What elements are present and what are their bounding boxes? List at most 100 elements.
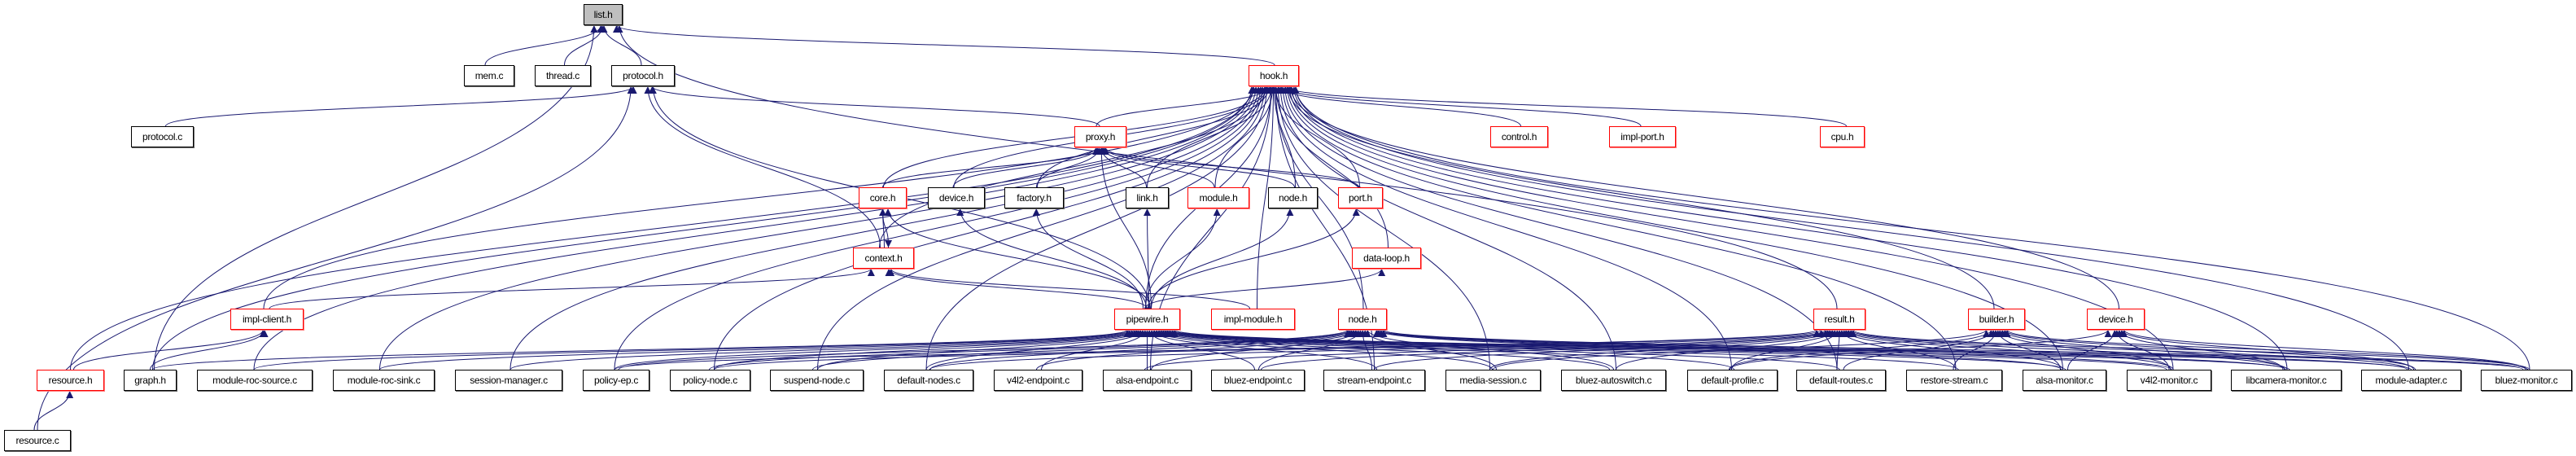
edge-pipewire-h-to-device-h	[956, 208, 1147, 309]
node-default-profile-c[interactable]: default-profile.c	[1687, 370, 1778, 391]
node-label: resource.c	[15, 435, 59, 446]
node-resource-c[interactable]: resource.c	[4, 430, 71, 451]
edge-restore-stream-c-to-pipewire-h	[1160, 329, 1959, 370]
edge-impl-client-h-to-context-h	[269, 268, 875, 309]
node-restore-stream-c[interactable]: restore-stream.c	[1906, 370, 2002, 391]
node-mem-c[interactable]: mem.c	[464, 65, 514, 86]
node-impl-module-h[interactable]: impl-module.h	[1211, 309, 1295, 330]
edge-context-h-to-protocol-h	[644, 86, 881, 248]
node-link-h[interactable]: link.h	[1126, 187, 1169, 208]
node-device-h2[interactable]: device.h	[2087, 309, 2145, 330]
node-label: hook.h	[1259, 70, 1288, 81]
edge-pipewire-h-to-link-h	[1144, 208, 1152, 309]
edge-link-h-to-hook-h	[1147, 86, 1275, 188]
node-label: libcamera-monitor.c	[2246, 375, 2327, 386]
node-media-session-c[interactable]: media-session.c	[1445, 370, 1541, 391]
node-node-h[interactable]: node.h	[1268, 187, 1318, 208]
node-node-h2[interactable]: node.h	[1338, 309, 1387, 330]
node-default-nodes-c[interactable]: default-nodes.c	[884, 370, 973, 391]
node-factory-h[interactable]: factory.h	[1004, 187, 1064, 208]
node-label: module-adapter.c	[2375, 375, 2447, 386]
edge-node-h-to-hook-h	[1270, 86, 1296, 188]
node-bluez-endpoint-c[interactable]: bluez-endpoint.c	[1211, 370, 1305, 391]
node-stream-endpoint-c[interactable]: stream-endpoint.c	[1323, 370, 1425, 391]
node-core-h[interactable]: core.h	[859, 187, 907, 208]
node-port-h[interactable]: port.h	[1338, 187, 1383, 208]
node-label: node.h	[1279, 192, 1307, 204]
edge-pipewire-h-to-proxy-h	[1097, 147, 1152, 309]
node-default-routes-c[interactable]: default-routes.c	[1796, 370, 1886, 391]
node-label: result.h	[1824, 314, 1855, 325]
edge-module-roc-sink-c-to-pipewire-h	[379, 329, 1135, 370]
node-libcamera-monitor-c[interactable]: libcamera-monitor.c	[2231, 370, 2342, 391]
node-alsa-monitor-c[interactable]: alsa-monitor.c	[2023, 370, 2106, 391]
node-label: bluez-monitor.c	[2495, 375, 2558, 386]
node-result-h[interactable]: result.h	[1813, 309, 1865, 330]
edge-default-profile-c-to-builder-h	[1729, 329, 1995, 370]
edge-protocol-c-to-protocol-h	[165, 86, 637, 127]
edge-pipewire-h-to-data-loop-h	[1144, 268, 1386, 309]
edge-resource-c-to-resource-h	[33, 390, 74, 431]
node-bluez-autoswitch-c[interactable]: bluez-autoswitch.c	[1561, 370, 1666, 391]
edge-core-h-to-proxy-h	[882, 147, 1100, 188]
node-data-loop-h[interactable]: data-loop.h	[1352, 248, 1421, 269]
edge-pipewire-h-to-port-h	[1148, 208, 1360, 309]
node-label: data-loop.h	[1363, 252, 1410, 264]
node-builder-h[interactable]: builder.h	[1968, 309, 2025, 330]
node-thread-c[interactable]: thread.c	[535, 65, 591, 86]
node-module-roc-sink-c[interactable]: module-roc-sink.c	[333, 370, 435, 391]
node-module-h[interactable]: module.h	[1187, 187, 1249, 208]
edge-restore-stream-c-to-hook-h	[1284, 86, 1957, 370]
node-graph-h[interactable]: graph.h	[124, 370, 177, 391]
node-label: thread.c	[546, 70, 579, 81]
node-pipewire-h[interactable]: pipewire.h	[1114, 309, 1180, 330]
node-resource-h[interactable]: resource.h	[37, 370, 104, 391]
node-alsa-endpoint-c[interactable]: alsa-endpoint.c	[1103, 370, 1192, 391]
node-module-roc-source-c[interactable]: module-roc-source.c	[197, 370, 313, 391]
node-device-h[interactable]: device.h	[928, 187, 985, 208]
node-protocol-c[interactable]: protocol.c	[131, 126, 194, 147]
edge-module-adapter-c-to-device-h2	[2118, 329, 2414, 370]
node-label: alsa-endpoint.c	[1116, 375, 1179, 386]
node-label: default-profile.c	[1701, 375, 1764, 386]
edge-impl-module-h-to-context-h	[887, 268, 1250, 309]
node-proxy-h[interactable]: proxy.h	[1074, 126, 1126, 147]
edge-libcamera-monitor-c-to-node-h2	[1377, 329, 2286, 370]
node-label: session-manager.c	[470, 375, 548, 386]
edge-module-adapter-c-to-builder-h	[2001, 329, 2416, 370]
node-v4l2-endpoint-c[interactable]: v4l2-endpoint.c	[994, 370, 1082, 391]
edge-device-h-to-proxy-h	[952, 147, 1101, 188]
edge-pipewire-h-to-context-h	[885, 268, 1148, 309]
edge-libcamera-monitor-c-to-hook-h	[1290, 86, 2288, 370]
node-impl-client-h[interactable]: impl-client.h	[230, 309, 304, 330]
edge-media-session-c-to-result-h	[1489, 329, 1836, 370]
node-bluez-monitor-c[interactable]: bluez-monitor.c	[2481, 370, 2572, 391]
node-suspend-node-c[interactable]: suspend-node.c	[770, 370, 864, 391]
node-control-h[interactable]: control.h	[1490, 126, 1548, 147]
node-impl-port-h[interactable]: impl-port.h	[1609, 126, 1676, 147]
node-policy-ep-c[interactable]: policy-ep.c	[583, 370, 649, 391]
edge-cpu-h-to-hook-h	[1281, 86, 1847, 127]
edge-module-roc-sink-c-to-hook-h	[379, 86, 1260, 370]
node-label: alsa-monitor.c	[2036, 375, 2093, 386]
node-cpu-h[interactable]: cpu.h	[1820, 126, 1865, 147]
node-hook-h[interactable]: hook.h	[1249, 65, 1299, 86]
node-label: media-session.c	[1459, 375, 1527, 386]
edge-device-h2-to-hook-h	[1287, 86, 2119, 309]
node-context-h[interactable]: context.h	[853, 248, 914, 269]
node-session-manager-c[interactable]: session-manager.c	[455, 370, 562, 391]
edge-factory-h-to-proxy-h	[1036, 147, 1103, 188]
edge-policy-ep-c-to-node-h2	[618, 329, 1351, 370]
node-module-adapter-c[interactable]: module-adapter.c	[2361, 370, 2461, 391]
node-policy-node-c[interactable]: policy-node.c	[670, 370, 750, 391]
edge-policy-node-c-to-result-h	[714, 329, 1821, 370]
node-protocol-h[interactable]: protocol.h	[611, 65, 675, 86]
node-label: v4l2-endpoint.c	[1007, 375, 1069, 386]
edge-data-loop-h-to-hook-h	[1272, 86, 1389, 248]
edge-v4l2-monitor-c-to-result-h	[1842, 329, 2174, 370]
edge-module-adapter-c-to-result-h	[1847, 329, 2409, 370]
node-v4l2-monitor-c[interactable]: v4l2-monitor.c	[2127, 370, 2211, 391]
edge-bluez-monitor-c-to-hook-h	[1292, 86, 2530, 370]
edge-impl-module-h-to-hook-h	[1257, 86, 1277, 309]
edge-session-manager-c-to-hook-h	[510, 86, 1262, 370]
